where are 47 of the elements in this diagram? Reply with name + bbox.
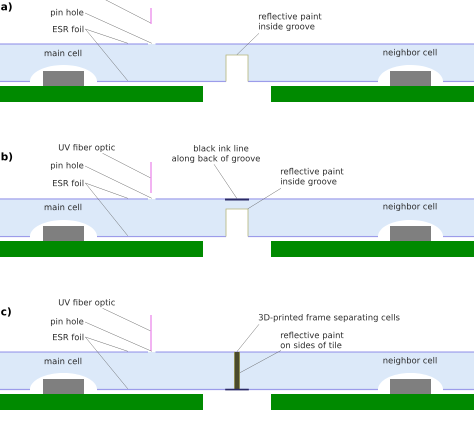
- callout-label: 3D-printed frame separating cells: [258, 314, 400, 322]
- callout-label: ESR foil: [53, 180, 84, 186]
- leader-line: [85, 336, 128, 390]
- groove-outline: [226, 54, 248, 82]
- circuit-board: [271, 86, 474, 102]
- panel-label: b): [2, 152, 12, 162]
- callout-label: ESR foil: [53, 26, 84, 32]
- leader-line: [85, 182, 128, 199]
- callout-label: reflective paint inside groove: [280, 168, 344, 186]
- callout-label: UV fiber optic: [58, 144, 115, 152]
- cell-label: neighbor cell: [384, 202, 436, 212]
- callout-label: pin hole: [50, 318, 84, 326]
- groove-outline: [226, 208, 248, 237]
- leader-line: [240, 350, 282, 374]
- circuit-board: [271, 394, 474, 410]
- leader-line: [214, 164, 238, 199]
- leader-line: [85, 182, 128, 236]
- cell-label: main cell: [44, 50, 82, 56]
- cell-label: main cell: [44, 358, 82, 364]
- panel-label: c): [1, 307, 11, 317]
- leader-line: [84, 12, 152, 44]
- leader-line: [236, 324, 260, 352]
- circuit-board: [0, 241, 203, 257]
- circuit-board: [271, 241, 474, 257]
- circuit-board: [0, 86, 203, 102]
- cell-label: neighbor cell: [384, 48, 436, 58]
- cell-label: neighbor cell: [384, 356, 436, 366]
- leader-line: [84, 322, 152, 352]
- leader-line: [85, 28, 128, 44]
- callout-label: ESR foil: [53, 334, 84, 340]
- leader-line: [85, 336, 128, 352]
- leader-line: [85, 28, 128, 82]
- callout-label: black ink line along back of groove: [172, 144, 260, 164]
- panel-label: a): [1, 2, 12, 12]
- callout-label: pin hole: [50, 162, 84, 170]
- leader-line: [84, 166, 152, 199]
- callout-label: UV fiber optic: [58, 298, 115, 308]
- frame-wall: [225, 352, 249, 390]
- leader-line: [248, 188, 282, 210]
- leader-line: [102, 153, 151, 178]
- callout-label: pin hole: [50, 8, 84, 18]
- leader-line: [104, 0, 151, 24]
- leader-line: [102, 308, 151, 332]
- callout-label: reflective paint on sides of tile: [280, 332, 344, 348]
- callout-label: reflective paint inside groove: [258, 12, 322, 32]
- circuit-board: [0, 394, 203, 410]
- leader-line: [236, 33, 260, 56]
